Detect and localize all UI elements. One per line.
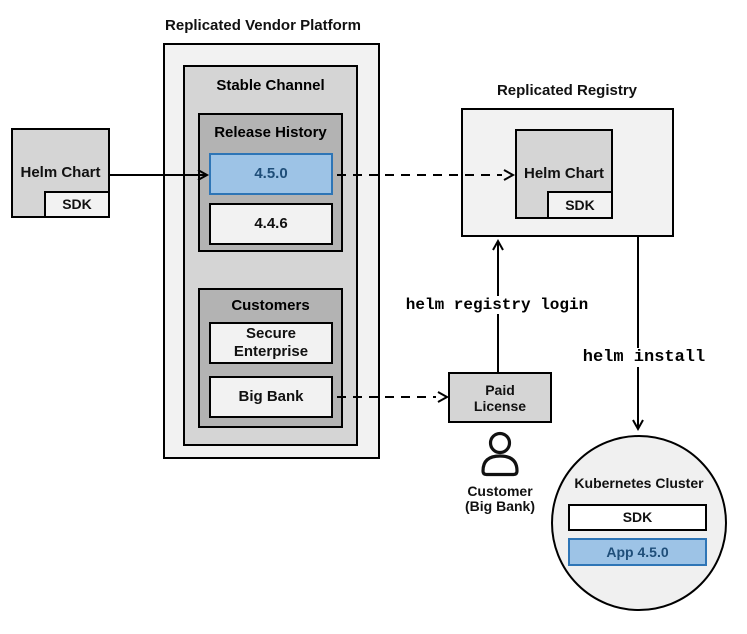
helm-install-command: helm install: [564, 348, 724, 367]
release-4-5-0-box: 4.5.0: [209, 153, 333, 195]
release-history-label: Release History: [214, 124, 327, 141]
customer-caption-line1: Customer: [467, 483, 533, 499]
customer-caption-line2: (Big Bank): [465, 498, 535, 514]
helm-install-text: helm install: [579, 348, 709, 367]
vendor-sdk-label: SDK: [62, 196, 92, 212]
replicated-registry-title: Replicated Registry: [496, 82, 638, 99]
cluster-sdk-box: SDK: [568, 504, 707, 531]
registry-sdk-box: SDK: [547, 191, 613, 219]
release-4-4-6-box: 4.4.6: [209, 203, 333, 245]
person-icon: [481, 431, 519, 477]
vendor-platform-title: Replicated Vendor Platform: [165, 17, 361, 34]
registry-helm-chart-label: Helm Chart: [523, 165, 605, 182]
secure-enterprise-box: Secure Enterprise: [209, 322, 333, 364]
cluster-app-box: App 4.5.0: [568, 538, 707, 566]
customer-caption: Customer (Big Bank): [448, 484, 552, 514]
stable-channel-label: Stable Channel: [216, 77, 325, 94]
helm-registry-login-command: helm registry login: [387, 296, 607, 314]
release-4-5-0-label: 4.5.0: [254, 165, 288, 182]
paid-license-box: Paid License: [448, 372, 552, 423]
registry-sdk-label: SDK: [565, 196, 595, 213]
kubernetes-cluster-label: Kubernetes Cluster: [574, 475, 704, 491]
secure-enterprise-label: Secure Enterprise: [233, 325, 309, 360]
cluster-app-label: App 4.5.0: [606, 543, 669, 560]
customers-label: Customers: [231, 297, 310, 314]
vendor-helm-chart-label: Helm Chart: [20, 164, 101, 181]
paid-license-label: Paid License: [473, 381, 527, 414]
vendor-sdk-box: SDK: [44, 191, 110, 218]
cluster-sdk-label: SDK: [622, 509, 653, 525]
helm-registry-login-text: helm registry login: [402, 296, 592, 314]
big-bank-box: Big Bank: [209, 376, 333, 418]
release-4-4-6-label: 4.4.6: [254, 215, 288, 232]
big-bank-label: Big Bank: [238, 388, 304, 405]
